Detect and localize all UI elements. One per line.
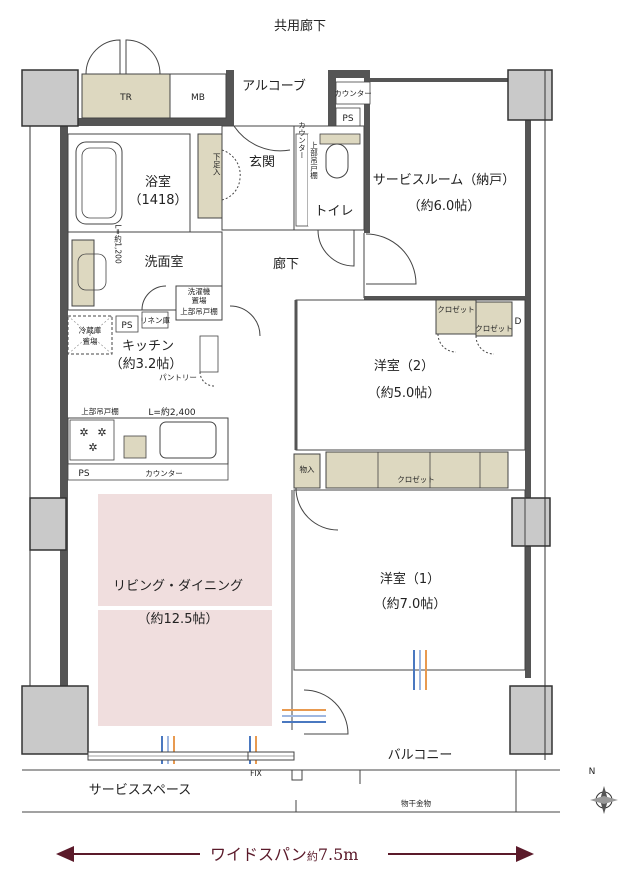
compass: N [589,767,618,814]
counter-vertical-label: カウンター [298,121,307,159]
washer-label-1: 洗濯機 [188,286,211,296]
service-room-door[interactable] [365,233,417,285]
pantry-label: パントリー [159,373,197,382]
toilet-bowl [325,143,349,179]
svg-text:✲: ✲ [97,426,106,439]
shoe-storage [197,133,223,219]
kitchen-counter [67,417,229,465]
closet-b [475,301,513,337]
wide-span-label: ワイドスパン [210,845,307,864]
fix-label: FIX [250,769,262,778]
kitchen-counter-label: カウンター [145,469,183,478]
ps-top-label: PS [342,114,353,124]
svg-text:ワイドスパン約7.5m: ワイドスパン約7.5m [210,845,358,864]
counter-top-label: カウンター [334,89,372,98]
ld-floor-top [98,494,272,606]
western1-door[interactable] [295,487,339,531]
bathroom [67,133,191,233]
fridge-label-2: 置場 [83,336,98,346]
linen-label: リネン庫 [140,315,170,325]
toilet-label: トイレ [314,204,353,219]
bath-size-label: （1418） [128,193,187,208]
service-room-size: （約6.0帖） [408,199,481,214]
western1-closet-label: クロゼット [397,474,435,484]
balcony-door[interactable] [303,689,349,735]
closet-b-label: クロゼット [475,323,513,333]
trunk-room [81,73,171,119]
ld-floor-bottom [98,610,272,726]
closet-a-label: クロゼット [437,304,475,314]
western1-name: 洋室（1） [380,571,440,587]
western1-closet [325,451,509,489]
washer-upper-label: 上部吊戸棚 [180,306,218,316]
wash-width-label: L=約1,200 [114,224,123,264]
storage [293,453,321,489]
kitchen-size-label: （約3.2帖） [110,357,183,372]
corridor-label: 共用廊下 [274,18,326,34]
mb-label: MB [191,93,205,103]
tr-label: TR [119,93,132,103]
washer-space [175,285,223,321]
western1-size: （約7.0帖） [374,597,447,612]
drying-rack-label: 物干金物 [401,798,431,808]
wide-span-indicator: ワイドスパン約7.5m [56,845,534,864]
western2-name: 洋室（2） [374,358,434,374]
tr-door-left[interactable] [85,39,121,75]
meter-box [169,73,227,119]
wide-span-value: 7.5m [318,845,359,864]
pantry [199,335,219,373]
closet-d-label: D [515,317,522,327]
service-room-name: サービスルーム（納戸） [373,173,516,188]
linen-closet [141,311,169,329]
ld-size: （約12.5帖） [138,612,219,627]
kitchen-name-label: キッチン [122,339,174,354]
balcony-label: バルコニー [388,748,453,763]
washroom-label: 洗面室 [144,254,183,270]
washer-label-2: 置場 [192,295,207,305]
wide-span-approx: 約 [307,849,318,863]
hallway-label: 廊下 [273,256,299,272]
kitchen-hall-door[interactable] [229,305,261,337]
front-door[interactable] [233,125,291,152]
svg-text:✲: ✲ [79,426,88,439]
bath-name-label: 浴室 [145,174,171,190]
kitchen-upper-label: 上部吊戸棚 [81,406,119,416]
western2-size: （約5.0帖） [368,386,441,401]
north-label: N [589,767,596,777]
service-space-label: サービススペース [89,783,191,798]
kitchen-sink [159,421,217,459]
ld-name: リビング・ダイニング [113,579,243,594]
vanity [71,239,95,307]
svg-text:✲: ✲ [88,441,97,454]
toilet-upper-cabinet-label: 上部吊戸棚 [309,141,318,180]
toilet-door[interactable] [317,229,355,267]
washroom-door[interactable] [141,285,167,311]
tr-door-right[interactable] [125,39,161,75]
entrance-label: 玄関 [249,155,275,170]
fridge-space [67,315,113,355]
stove [69,419,115,461]
kitchen-length-label: L=約2,400 [148,406,196,418]
alcove-label: アルコーブ [242,78,306,94]
bathtub [75,141,123,225]
ps-wash-label: PS [121,321,132,331]
fridge-label-1: 冷蔵庫 [79,325,102,335]
ps-kitchen-label: PS [78,469,89,479]
storage-label: 物入 [300,464,315,474]
